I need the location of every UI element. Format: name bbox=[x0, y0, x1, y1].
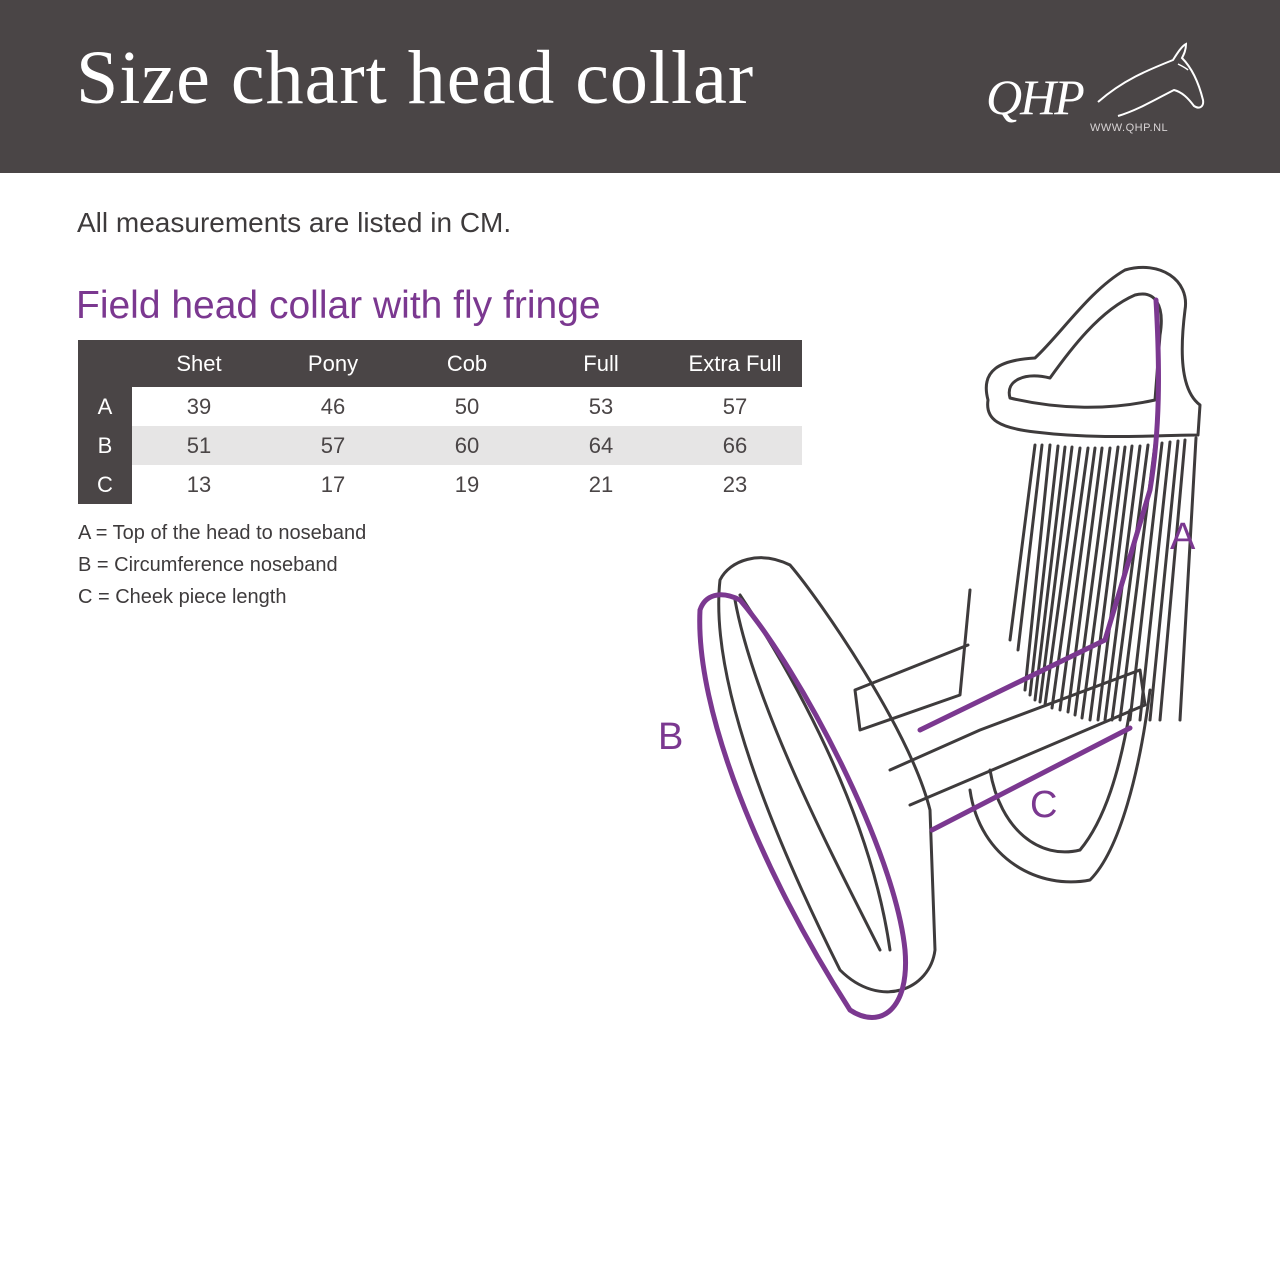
noseband-outer bbox=[717, 556, 937, 994]
head-collar-illustration bbox=[697, 265, 1202, 1020]
measurement-note: All measurements are listed in CM. bbox=[77, 207, 512, 238]
column-header: Extra Full bbox=[668, 340, 802, 387]
label-a: A bbox=[1170, 516, 1196, 558]
logo-url: WWW.QHP.NL bbox=[1090, 122, 1169, 134]
table-cell: 19 bbox=[454, 471, 480, 497]
row-header: A bbox=[78, 387, 132, 426]
table-cell: 13 bbox=[186, 471, 212, 497]
noseband-inner bbox=[733, 593, 892, 952]
table-cell: 66 bbox=[668, 426, 802, 465]
column-header: Shet bbox=[132, 340, 266, 387]
table-cell: 60 bbox=[400, 426, 534, 465]
legend-item: B = Circumference noseband bbox=[78, 554, 338, 576]
crown-inner bbox=[1007, 292, 1163, 409]
table-cell: 17 bbox=[320, 471, 346, 497]
fly-fringe bbox=[1008, 436, 1198, 722]
head-collar-diagram: A B C bbox=[640, 250, 1260, 1050]
table-cell: 23 bbox=[722, 471, 748, 497]
measurement-legend: A = Top of the head to noseband B = Circ… bbox=[78, 517, 366, 613]
fly-fringe-pair bbox=[1016, 439, 1180, 722]
header-banner: Size chart head collar QHP WWW.QHP.NL bbox=[0, 0, 1280, 173]
column-header: Full bbox=[534, 340, 668, 387]
qhp-logo: QHP WWW.QHP.NL bbox=[978, 40, 1208, 140]
table-corner-cell bbox=[78, 340, 132, 387]
table-cell: 51 bbox=[132, 426, 266, 465]
logo-wordmark: QHP bbox=[986, 69, 1085, 125]
table-cell: 57 bbox=[266, 426, 400, 465]
table-cell: 21 bbox=[588, 471, 614, 497]
label-b: B bbox=[658, 716, 684, 758]
horse-head-logo-icon bbox=[1097, 42, 1205, 117]
table-cell: 57 bbox=[722, 393, 748, 419]
measure-line-b bbox=[697, 592, 909, 1020]
table-row: A 39 46 50 53 57 bbox=[78, 387, 802, 426]
table-row: B 51 57 60 64 66 bbox=[78, 426, 802, 465]
page-title: Size chart head collar bbox=[76, 36, 755, 120]
measure-line-c bbox=[929, 725, 1133, 833]
table-cell: 39 bbox=[186, 393, 212, 419]
table-cell: 64 bbox=[534, 426, 668, 465]
row-header: C bbox=[78, 465, 132, 504]
product-title: Field head collar with fly fringe bbox=[76, 284, 601, 327]
table-cell: 53 bbox=[588, 393, 614, 419]
table-row: C 13 17 19 21 23 bbox=[78, 465, 802, 504]
size-table: Shet Pony Cob Full Extra Full A 39 46 50… bbox=[78, 340, 802, 504]
crown-strap bbox=[984, 265, 1202, 439]
table-header-row: Shet Pony Cob Full Extra Full bbox=[78, 340, 802, 387]
table-cell: 50 bbox=[454, 393, 480, 419]
label-c: C bbox=[1030, 784, 1058, 826]
measure-line-a bbox=[917, 297, 1161, 733]
table-cell: 46 bbox=[320, 393, 346, 419]
column-header: Pony bbox=[266, 340, 400, 387]
jaw-loop-inner bbox=[988, 708, 1132, 854]
column-header: Cob bbox=[400, 340, 534, 387]
jaw-loop bbox=[968, 688, 1152, 884]
row-header: B bbox=[78, 426, 132, 465]
legend-item: C = Cheek piece length bbox=[78, 586, 287, 608]
throat-strap bbox=[888, 668, 1147, 807]
legend-item: A = Top of the head to noseband bbox=[78, 522, 367, 544]
cheek-strap bbox=[853, 588, 972, 732]
